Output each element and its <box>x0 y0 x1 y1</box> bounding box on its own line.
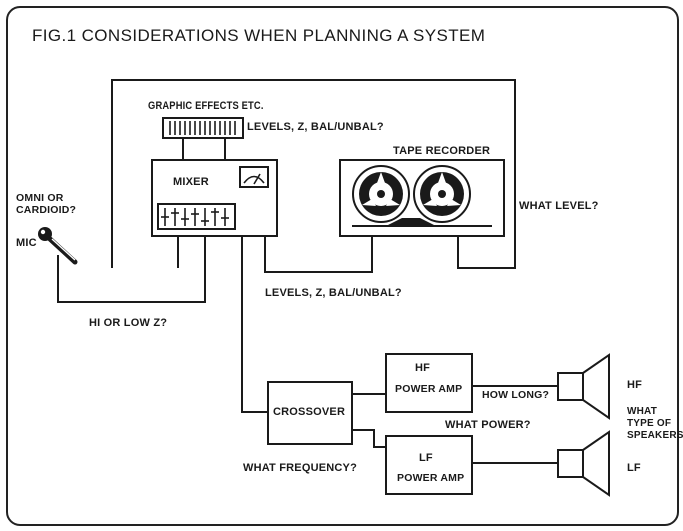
mixer-tape-line <box>265 236 372 272</box>
mic-type-question-line2: CARDIOID? <box>16 205 76 216</box>
what-frequency-question: WHAT FREQUENCY? <box>243 463 357 474</box>
lf-amp-label-line1: LF <box>419 453 433 464</box>
microphone-icon <box>38 227 75 262</box>
mic-label: MIC <box>16 238 37 249</box>
tape-recorder-unit <box>340 160 504 236</box>
tape-recorder-label: TAPE RECORDER <box>393 146 490 157</box>
lf-speaker-icon <box>558 432 609 495</box>
graphic-effects-unit <box>163 118 243 138</box>
mic-type-question-line1: OMNI OR <box>16 193 63 204</box>
speakers-question-line2: TYPE OF <box>627 419 671 429</box>
what-power-question: WHAT POWER? <box>445 420 531 431</box>
mic-cable-line <box>58 236 205 302</box>
speakers-question-line3: SPEAKERS? <box>627 431 683 441</box>
hf-speaker-label: HF <box>627 380 642 391</box>
lf-amp-label-line2: POWER AMP <box>397 473 464 484</box>
what-level-question: WHAT LEVEL? <box>519 201 599 212</box>
mic-impedance-question: HI OR LOW Z? <box>89 318 167 329</box>
fader-bank-icon <box>158 204 235 229</box>
hf-speaker-icon <box>558 355 609 418</box>
vu-meter-icon <box>240 167 268 187</box>
speakers-question-line1: WHAT <box>627 407 657 417</box>
hf-amp-label-line1: HF <box>415 363 430 374</box>
crossover-lf-line <box>352 430 386 447</box>
how-long-question: HOW LONG? <box>482 390 549 401</box>
hf-amp-label-line2: POWER AMP <box>395 384 462 395</box>
lf-power-amp-box <box>386 436 472 494</box>
graphic-effects-label: GRAPHIC EFFECTS ETC. <box>148 101 264 112</box>
mixer-label: MIXER <box>173 177 209 188</box>
mixer-unit <box>152 160 277 236</box>
effects-levels-question: LEVELS, Z, BAL/UNBAL? <box>247 122 384 133</box>
crossover-label: CROSSOVER <box>273 407 345 418</box>
figure-title: FIG.1 CONSIDERATIONS WHEN PLANNING A SYS… <box>32 27 485 44</box>
lf-speaker-label: LF <box>627 463 641 474</box>
recorder-levels-question: LEVELS, Z, BAL/UNBAL? <box>265 288 402 299</box>
